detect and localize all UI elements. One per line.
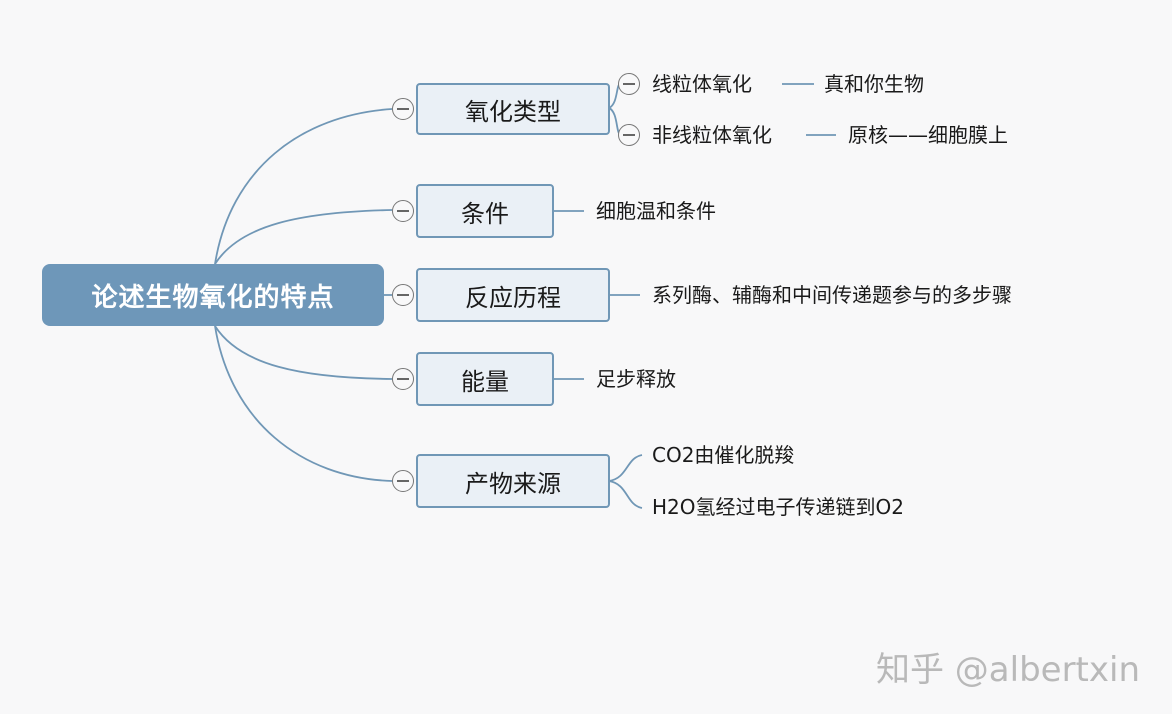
root-topic[interactable]: 论述生物氧化的特点 [42, 264, 384, 326]
leaf-co2-source[interactable]: CO2由催化脱羧 [652, 443, 795, 467]
leaf-mild-conditions[interactable]: 细胞温和条件 [596, 199, 716, 223]
branch-oxidation-type[interactable]: 氧化类型 [416, 83, 610, 135]
collapse-button-branch-5[interactable] [392, 470, 414, 492]
collapse-button-non-mitochondrial[interactable] [618, 124, 640, 146]
collapse-button-branch-1[interactable] [392, 98, 414, 120]
collapse-button-branch-4[interactable] [392, 368, 414, 390]
leaf-non-mitochondrial-oxidation[interactable]: 非线粒体氧化 [652, 123, 772, 147]
watermark: 知乎 @albertxin [875, 650, 1140, 690]
leaf-multistep-enzymes[interactable]: 系列酶、辅酶和中间传递题参与的多步骤 [652, 283, 1012, 307]
collapse-button-branch-3[interactable] [392, 284, 414, 306]
leaf-mitochondrial-oxidation[interactable]: 线粒体氧化 [652, 72, 752, 96]
leaf-prokaryote-membrane[interactable]: 原核——细胞膜上 [848, 123, 1008, 147]
leaf-eukaryote[interactable]: 真和你生物 [824, 72, 924, 96]
branch-product-source[interactable]: 产物来源 [416, 454, 610, 508]
branch-reaction-process[interactable]: 反应历程 [416, 268, 610, 322]
collapse-button-mitochondrial[interactable] [618, 73, 640, 95]
collapse-button-branch-2[interactable] [392, 200, 414, 222]
branch-energy[interactable]: 能量 [416, 352, 554, 406]
leaf-h2o-source[interactable]: H2O氢经过电子传递链到O2 [652, 495, 904, 519]
branch-conditions[interactable]: 条件 [416, 184, 554, 238]
leaf-stepwise-release[interactable]: 足步释放 [596, 367, 676, 391]
